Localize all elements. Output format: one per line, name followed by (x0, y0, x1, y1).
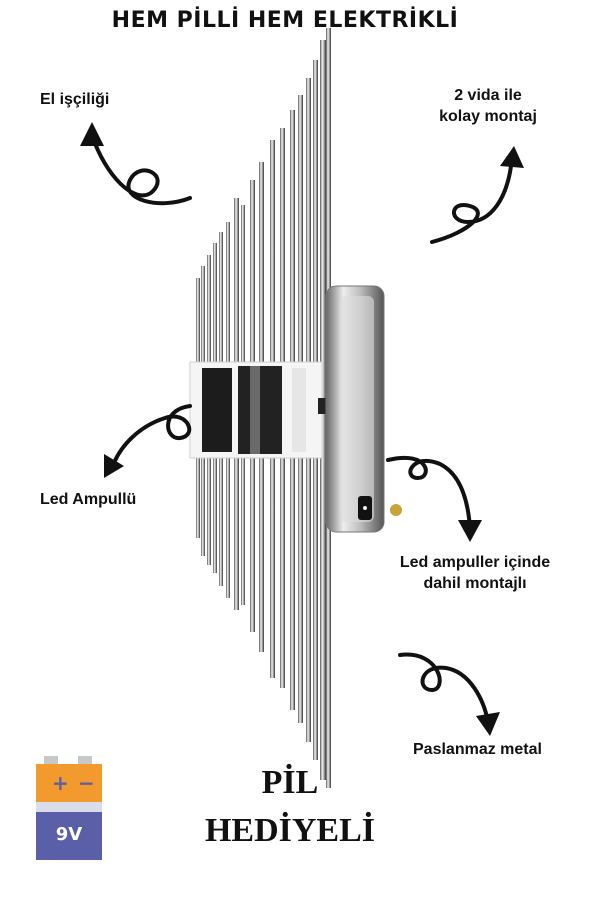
callout-stainless: Paslanmaz metal (413, 741, 542, 758)
callout-led-included-line1: Led ampuller içinde (399, 554, 551, 571)
battery-minus: − (78, 771, 95, 795)
callout-led-included: Led ampuller içinde dahil montajlı (380, 553, 570, 595)
callout-led-included-line2: dahil montajlı (423, 574, 527, 592)
callout-easy-mount: 2 vida ile kolay montaj (418, 86, 558, 128)
callout-easy-mount-line2: kolay montaj (439, 107, 537, 125)
callout-easy-mount-line1: 2 vida ile (454, 87, 522, 104)
promo-line-1: PİL (261, 764, 319, 801)
light-diffuser-band (189, 361, 323, 459)
battery-plus: + (52, 771, 69, 795)
battery-voltage: 9V (55, 824, 83, 845)
battery-graphic: + − (36, 756, 102, 860)
curly-arrow-icon (90, 133, 514, 724)
battery-icon: + − 9V (36, 756, 102, 860)
screw-icon (390, 504, 402, 516)
callout-led-bulb: Led Ampullü (40, 491, 137, 508)
callout-handcraft: El işçiliği (40, 91, 110, 108)
promo-line-2: HEDİYELİ (204, 812, 376, 849)
arrow-head-icons (80, 122, 524, 736)
headline: HEM PİLLİ HEM ELEKTRİKLİ (111, 8, 459, 33)
wall-back-plate (325, 285, 402, 533)
